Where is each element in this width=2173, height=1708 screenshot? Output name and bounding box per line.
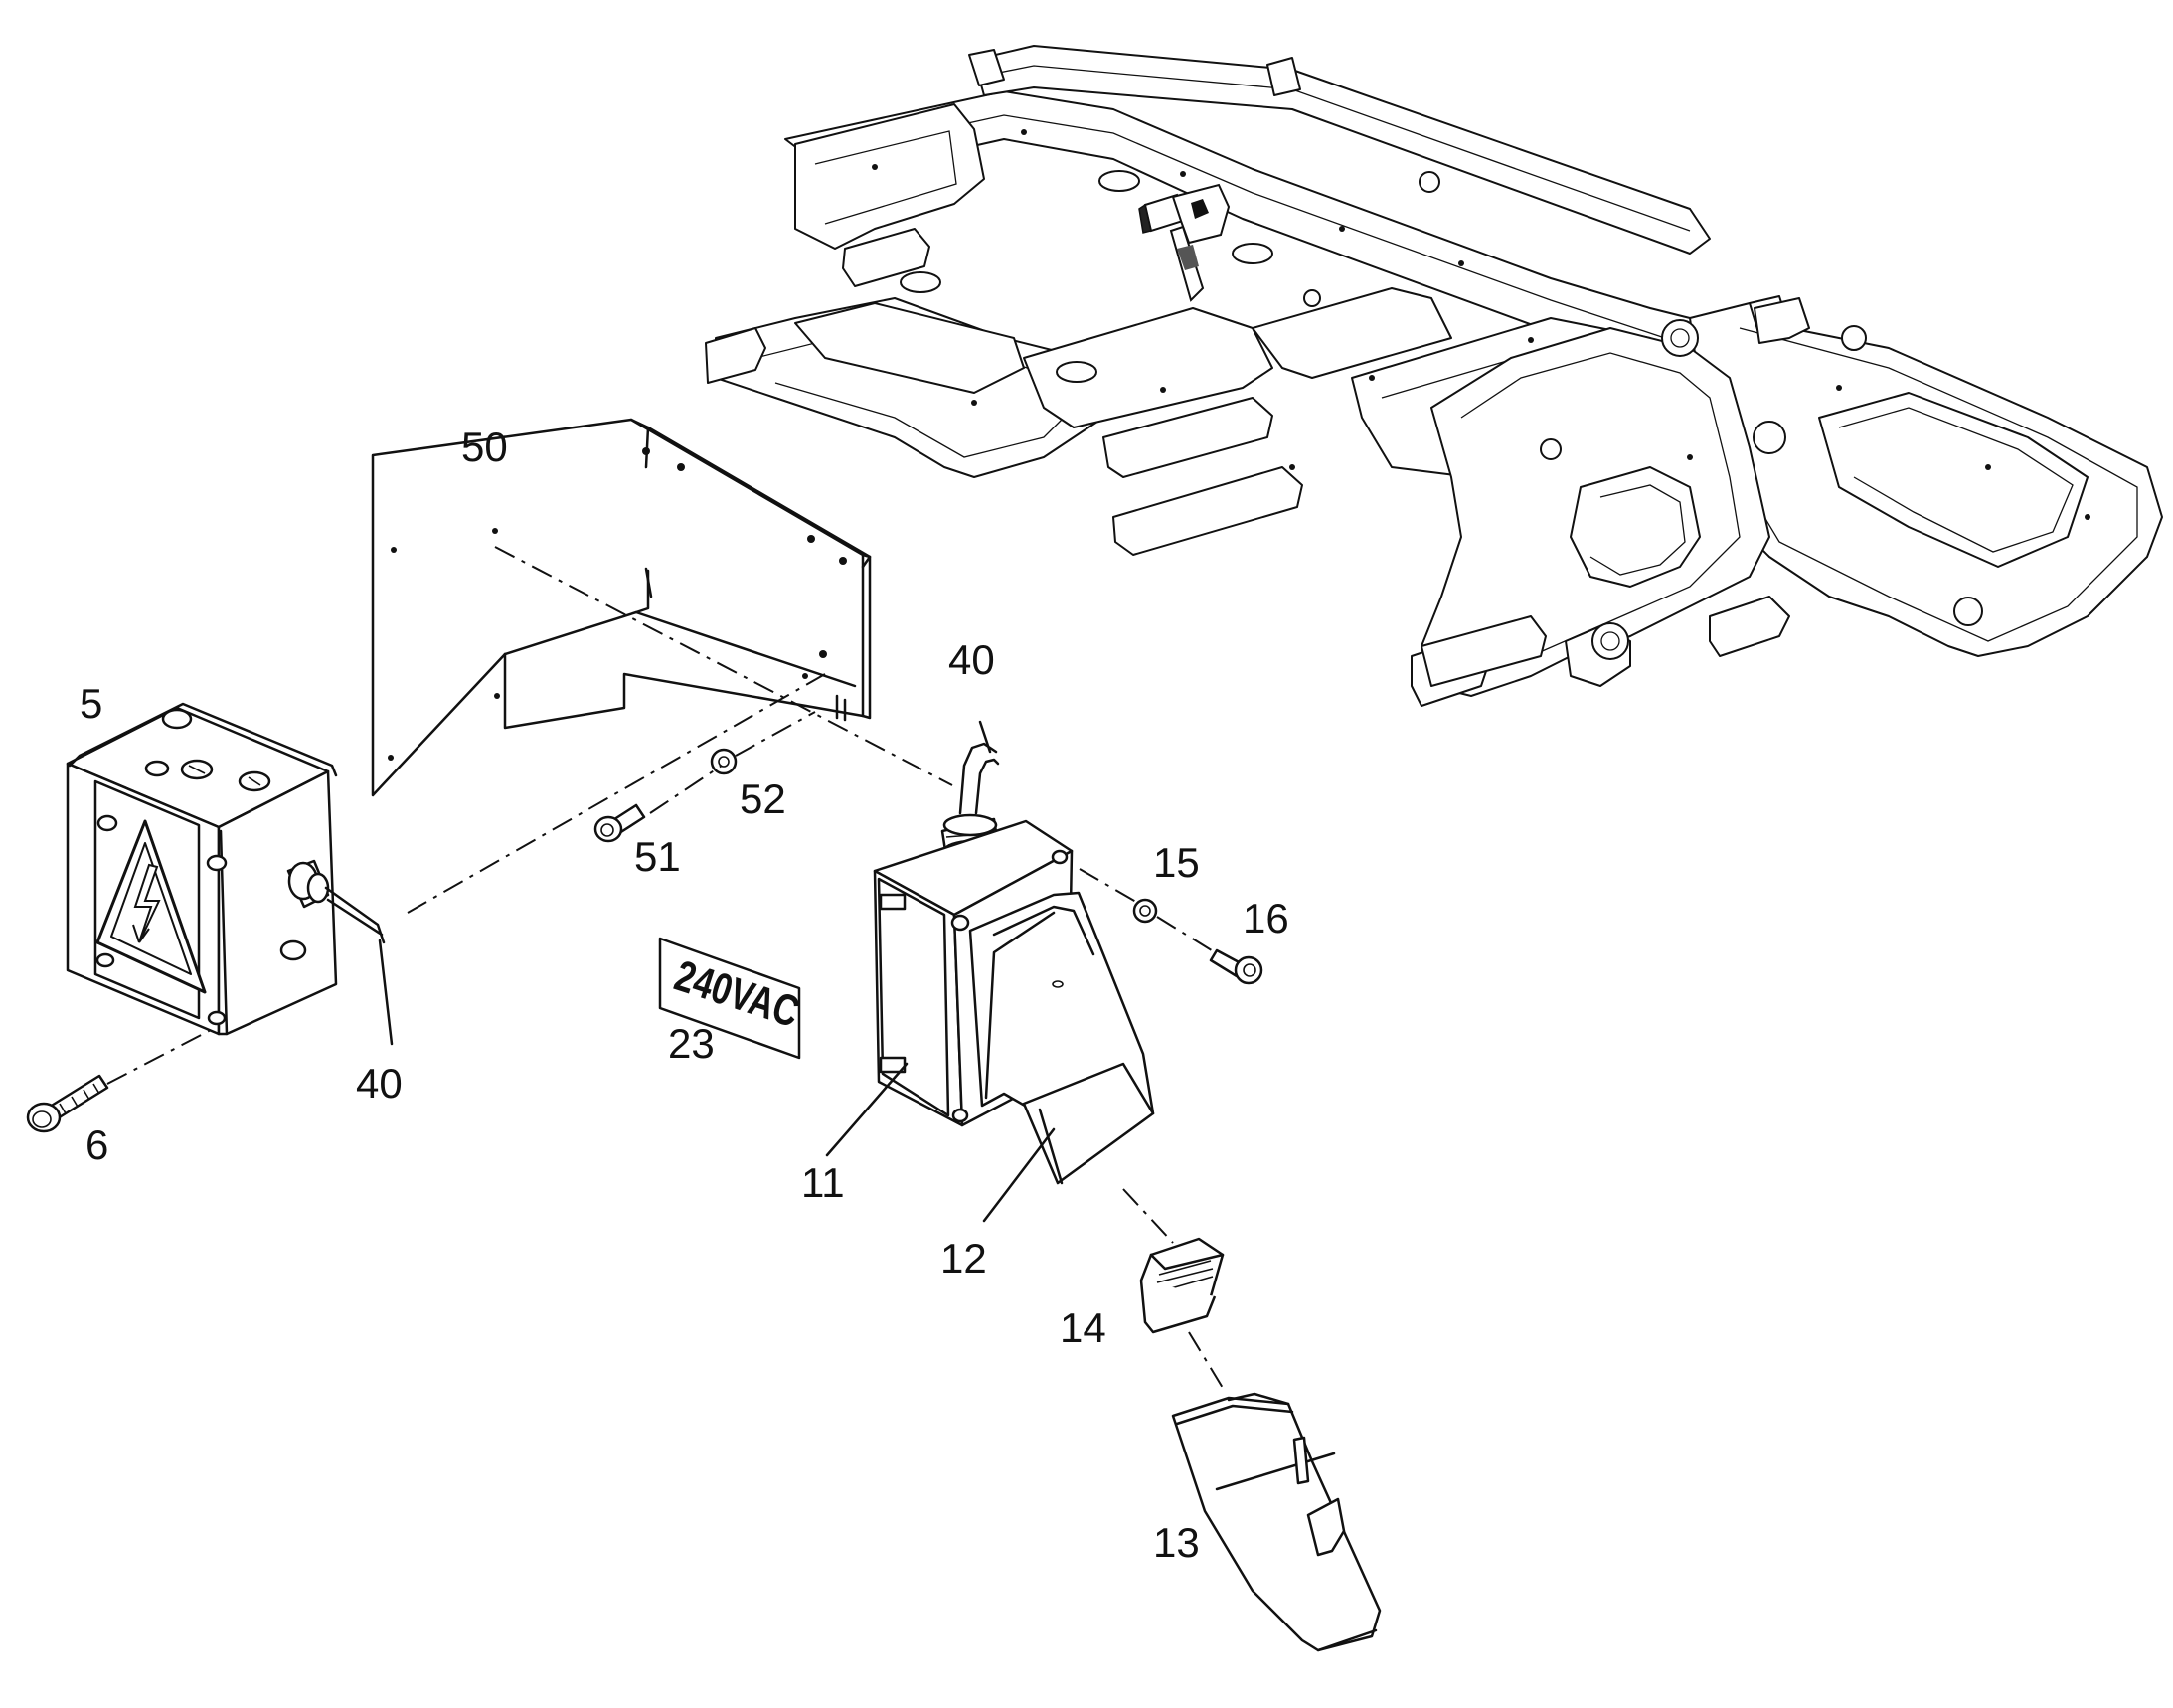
callout-16: 16 — [1243, 895, 1289, 941]
callout-12: 12 — [940, 1235, 987, 1281]
high-voltage-warning-icon — [95, 819, 207, 994]
junction-box — [66, 702, 386, 1036]
callout-6: 6 — [85, 1121, 108, 1168]
washer-52 — [710, 748, 738, 775]
callout-14: 14 — [1060, 1304, 1106, 1351]
callout-11: 11 — [801, 1159, 845, 1206]
callout-5: 5 — [80, 680, 102, 727]
plug-body — [1171, 1392, 1382, 1652]
socket-housing — [873, 742, 1155, 1185]
screw-16 — [1209, 948, 1263, 985]
assembly-centerlines — [106, 546, 1224, 1389]
screw-51 — [593, 803, 646, 843]
screw-6 — [26, 1074, 109, 1133]
callout-15: 15 — [1153, 839, 1200, 886]
callout-13: 13 — [1153, 1519, 1200, 1566]
callout-23: 23 — [668, 1020, 715, 1067]
plug-seal-ring — [1139, 1237, 1225, 1334]
callout-51: 51 — [634, 833, 681, 880]
callout-52: 52 — [740, 775, 786, 822]
callout-50: 50 — [461, 424, 508, 470]
leader-lines — [378, 720, 1056, 1223]
washer-15 — [1132, 898, 1158, 924]
callout-40-bottom: 40 — [356, 1060, 403, 1107]
callout-40-top: 40 — [948, 636, 995, 683]
machine-chassis-frame — [705, 45, 2163, 707]
frame-socket-location — [1138, 183, 1231, 302]
mounting-plate — [371, 418, 872, 797]
callout-labels: 50 5 40 52 51 15 16 23 40 6 11 12 14 13 — [80, 424, 1289, 1566]
